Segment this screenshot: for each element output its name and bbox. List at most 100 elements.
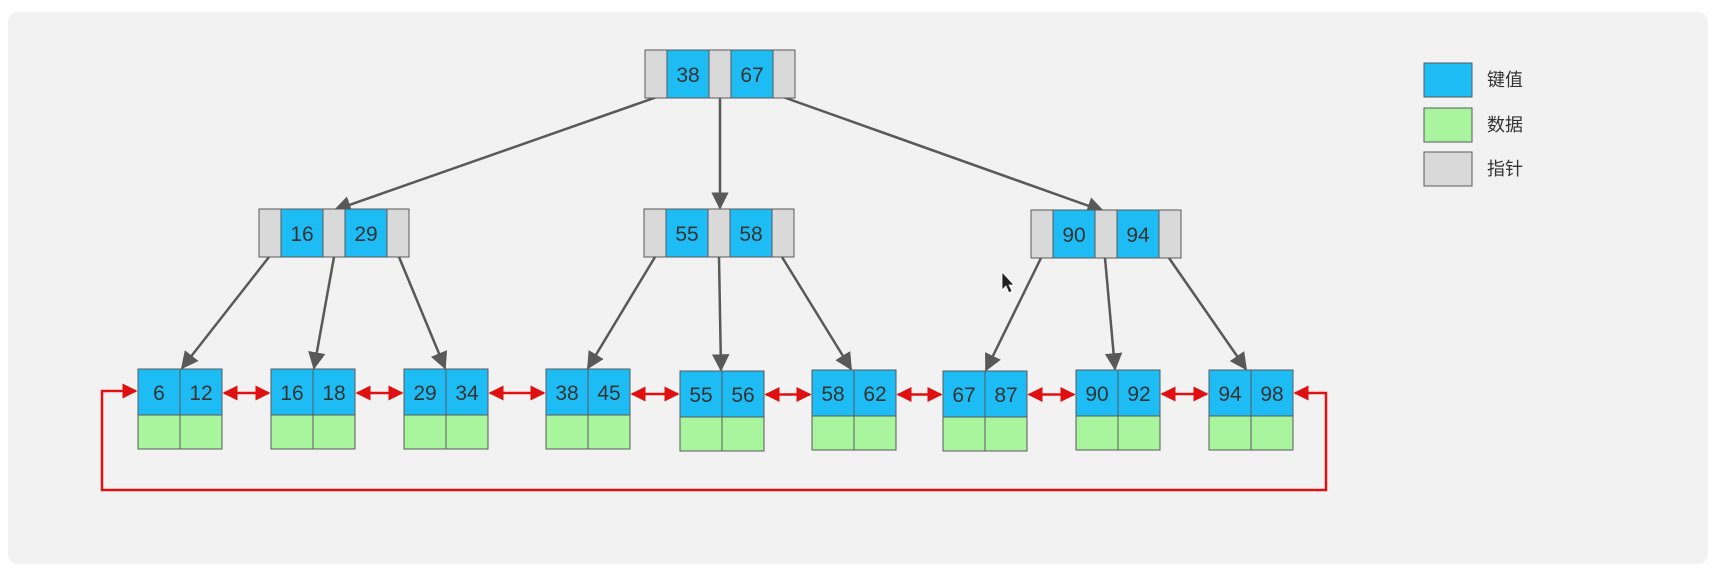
data-cell [721, 416, 765, 452]
key-cell [1116, 209, 1160, 259]
key-label: 16 [290, 223, 313, 246]
legend-label: 指针 [1487, 159, 1523, 179]
tree-edges [180, 95, 1248, 372]
key-label: 12 [189, 382, 212, 405]
key-cell [344, 208, 388, 258]
data-cell [137, 414, 181, 450]
data-cell [1208, 415, 1252, 451]
key-cell [1250, 369, 1294, 417]
pointer-cell [386, 208, 410, 258]
key-cell [730, 49, 774, 99]
key-cell [179, 368, 223, 416]
key-label: 55 [675, 223, 698, 246]
key-cell [1117, 369, 1161, 417]
key-label: 38 [555, 382, 578, 405]
data-cell [545, 414, 589, 450]
key-label: 6 [153, 382, 165, 405]
key-cell [137, 368, 181, 416]
key-label: 90 [1062, 224, 1085, 247]
key-cell [729, 208, 773, 258]
tree-edge-arrow [308, 256, 336, 370]
legend-item: 指针 [1423, 151, 1523, 187]
tree-edge-arrow [1103, 257, 1123, 371]
key-cell [1052, 209, 1096, 259]
legend-swatch [1423, 107, 1473, 143]
data-cell [403, 414, 447, 450]
key-label: 67 [740, 64, 763, 87]
key-cell [403, 368, 447, 416]
pointer-cell [643, 208, 667, 258]
pointer-cell [1158, 209, 1182, 259]
legend-item: 数据 [1423, 107, 1523, 143]
key-label: 98 [1260, 383, 1283, 406]
leaf-loop-arrow [100, 383, 1328, 492]
leaf-node: 29 34 [403, 368, 489, 450]
key-label: 58 [739, 223, 762, 246]
tree-edge-arrow [780, 256, 853, 371]
data-cell [1117, 415, 1161, 451]
data-cell [1250, 415, 1294, 451]
leaf-node: 38 45 [545, 368, 631, 450]
pointer-cell [644, 49, 668, 99]
leaf-links [100, 383, 1328, 492]
diagram-panel [8, 12, 1708, 564]
key-cell [721, 370, 765, 418]
legend-label: 键值 [1487, 70, 1523, 90]
key-cell [811, 369, 855, 417]
key-label: 62 [863, 383, 886, 406]
data-cell [270, 414, 314, 450]
key-label: 55 [689, 384, 712, 407]
data-cell [811, 415, 855, 451]
key-cell [270, 368, 314, 416]
tree-edge-arrow [782, 95, 1105, 214]
data-cell [853, 415, 897, 451]
key-label: 58 [821, 383, 844, 406]
leaf-node: 94 98 [1208, 369, 1294, 451]
data-cell [312, 414, 356, 450]
key-label: 38 [676, 64, 699, 87]
data-cell [679, 416, 723, 452]
data-cell [445, 414, 489, 450]
key-label: 18 [322, 382, 345, 405]
pointer-cell [772, 49, 796, 99]
key-cell [312, 368, 356, 416]
key-label: 29 [413, 382, 436, 405]
key-label: 34 [455, 382, 479, 405]
pointer-cell [258, 208, 282, 258]
tree-edge-arrow [586, 256, 657, 370]
key-label: 29 [354, 223, 377, 246]
pointer-cell [708, 49, 732, 99]
key-label: 94 [1218, 383, 1242, 406]
key-label: 67 [952, 384, 975, 407]
pointer-cell [771, 208, 795, 258]
data-cell [942, 416, 986, 452]
tree-edge-arrow [397, 256, 448, 370]
key-label: 90 [1085, 383, 1108, 406]
leaf-node: 6 12 [137, 368, 223, 450]
leaf-node: 55 56 [679, 370, 765, 452]
legend-swatch [1423, 151, 1473, 187]
key-cell [280, 208, 324, 258]
key-cell [942, 370, 986, 418]
key-label: 45 [597, 382, 620, 405]
key-label: 56 [731, 384, 754, 407]
pointer-cell [322, 208, 346, 258]
key-cell [445, 368, 489, 416]
tree-edge-arrow [1167, 257, 1248, 371]
leaf-node: 58 62 [811, 369, 897, 451]
key-cell [666, 49, 710, 99]
tree-edge-arrow [984, 257, 1043, 372]
tree-edge-arrow [333, 95, 658, 214]
data-cell [587, 414, 631, 450]
internal-node: 55 58 [643, 208, 795, 258]
tree-edge-arrow [180, 256, 270, 370]
